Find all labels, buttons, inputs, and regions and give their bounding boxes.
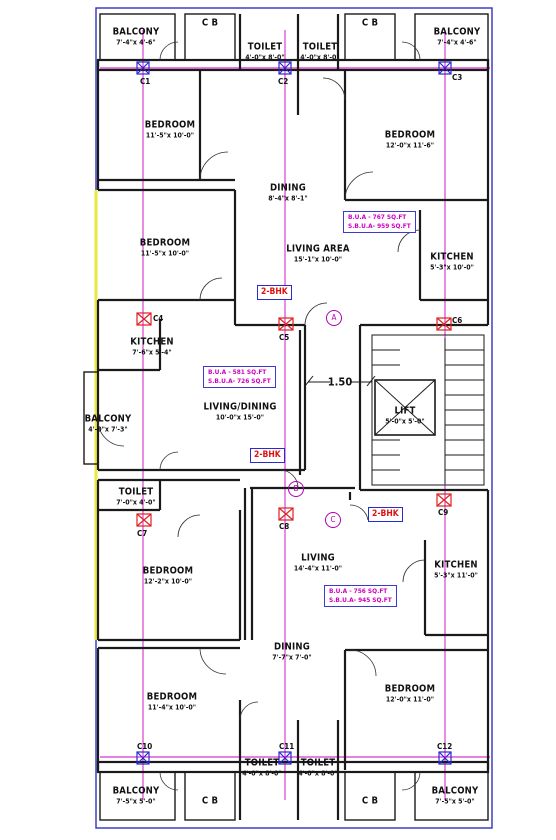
flat-marker-b: B	[288, 481, 304, 497]
column-label-c10: C10	[137, 742, 153, 751]
column-label-c5: C5	[279, 333, 290, 342]
column-label-c4: C4	[153, 314, 164, 323]
door-swings	[97, 41, 426, 791]
balcony-outlines	[83, 13, 489, 821]
column-label-c11: C11	[279, 742, 295, 751]
column-label-c2: C2	[278, 77, 289, 86]
column-label-c8: C8	[279, 522, 290, 531]
column-label-c3: C3	[452, 73, 463, 82]
flat-marker-a: A	[326, 310, 342, 326]
column-label-c12: C12	[437, 742, 453, 751]
bhk-tag-middle: 2-BHK	[250, 448, 285, 463]
cb-bottom-left-label: C B	[201, 795, 219, 807]
bhk-tag-top: 2-BHK	[257, 285, 292, 300]
structural-columns	[136, 61, 452, 765]
column-label-c6: C6	[452, 316, 463, 325]
cb-top-right-label: C B	[361, 17, 379, 29]
cb-bottom-right-label: C B	[361, 795, 379, 807]
cb-top-left-label: C B	[201, 17, 219, 29]
corridor-width-label: 1.50	[327, 375, 353, 389]
column-label-c9: C9	[438, 508, 449, 517]
staircase	[371, 334, 485, 486]
grid-lines	[100, 30, 490, 800]
corridor-dimension-line	[304, 375, 376, 387]
column-label-c1: C1	[140, 77, 151, 86]
column-label-c7: C7	[137, 529, 148, 538]
bhk-tag-bottom: 2-BHK	[368, 507, 403, 522]
flat-marker-c: C	[325, 512, 341, 528]
